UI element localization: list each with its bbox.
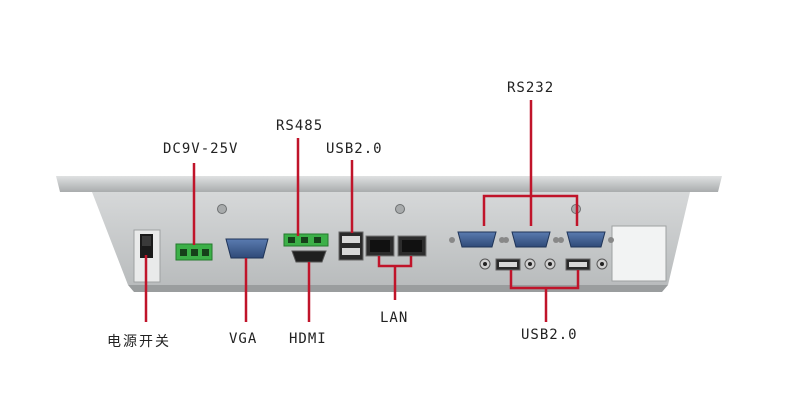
label-usb-bottom: USB2.0 xyxy=(521,327,578,343)
label-hdmi: HDMI xyxy=(289,331,327,347)
vga-port xyxy=(225,238,269,259)
hdmi-port xyxy=(291,250,327,263)
leader-lines xyxy=(144,100,580,322)
label-lan: LAN xyxy=(380,310,409,326)
label-usb-top: USB2.0 xyxy=(326,141,383,157)
right-recess xyxy=(611,225,667,282)
screw xyxy=(395,204,405,214)
leader-usb-bottom xyxy=(509,270,580,290)
label-power-switch: 电源开关 xyxy=(107,334,171,350)
rs232-port xyxy=(566,231,606,248)
rs232-port xyxy=(511,231,551,248)
front-bezel xyxy=(56,176,722,192)
label-rs232: RS232 xyxy=(507,80,555,96)
rs232-port xyxy=(457,231,497,248)
rear-face-bottom xyxy=(128,285,668,292)
screw xyxy=(217,204,227,214)
label-dc-input: DC9V-25V xyxy=(163,141,239,157)
label-rs485: RS485 xyxy=(276,118,324,134)
label-vga: VGA xyxy=(229,331,258,347)
